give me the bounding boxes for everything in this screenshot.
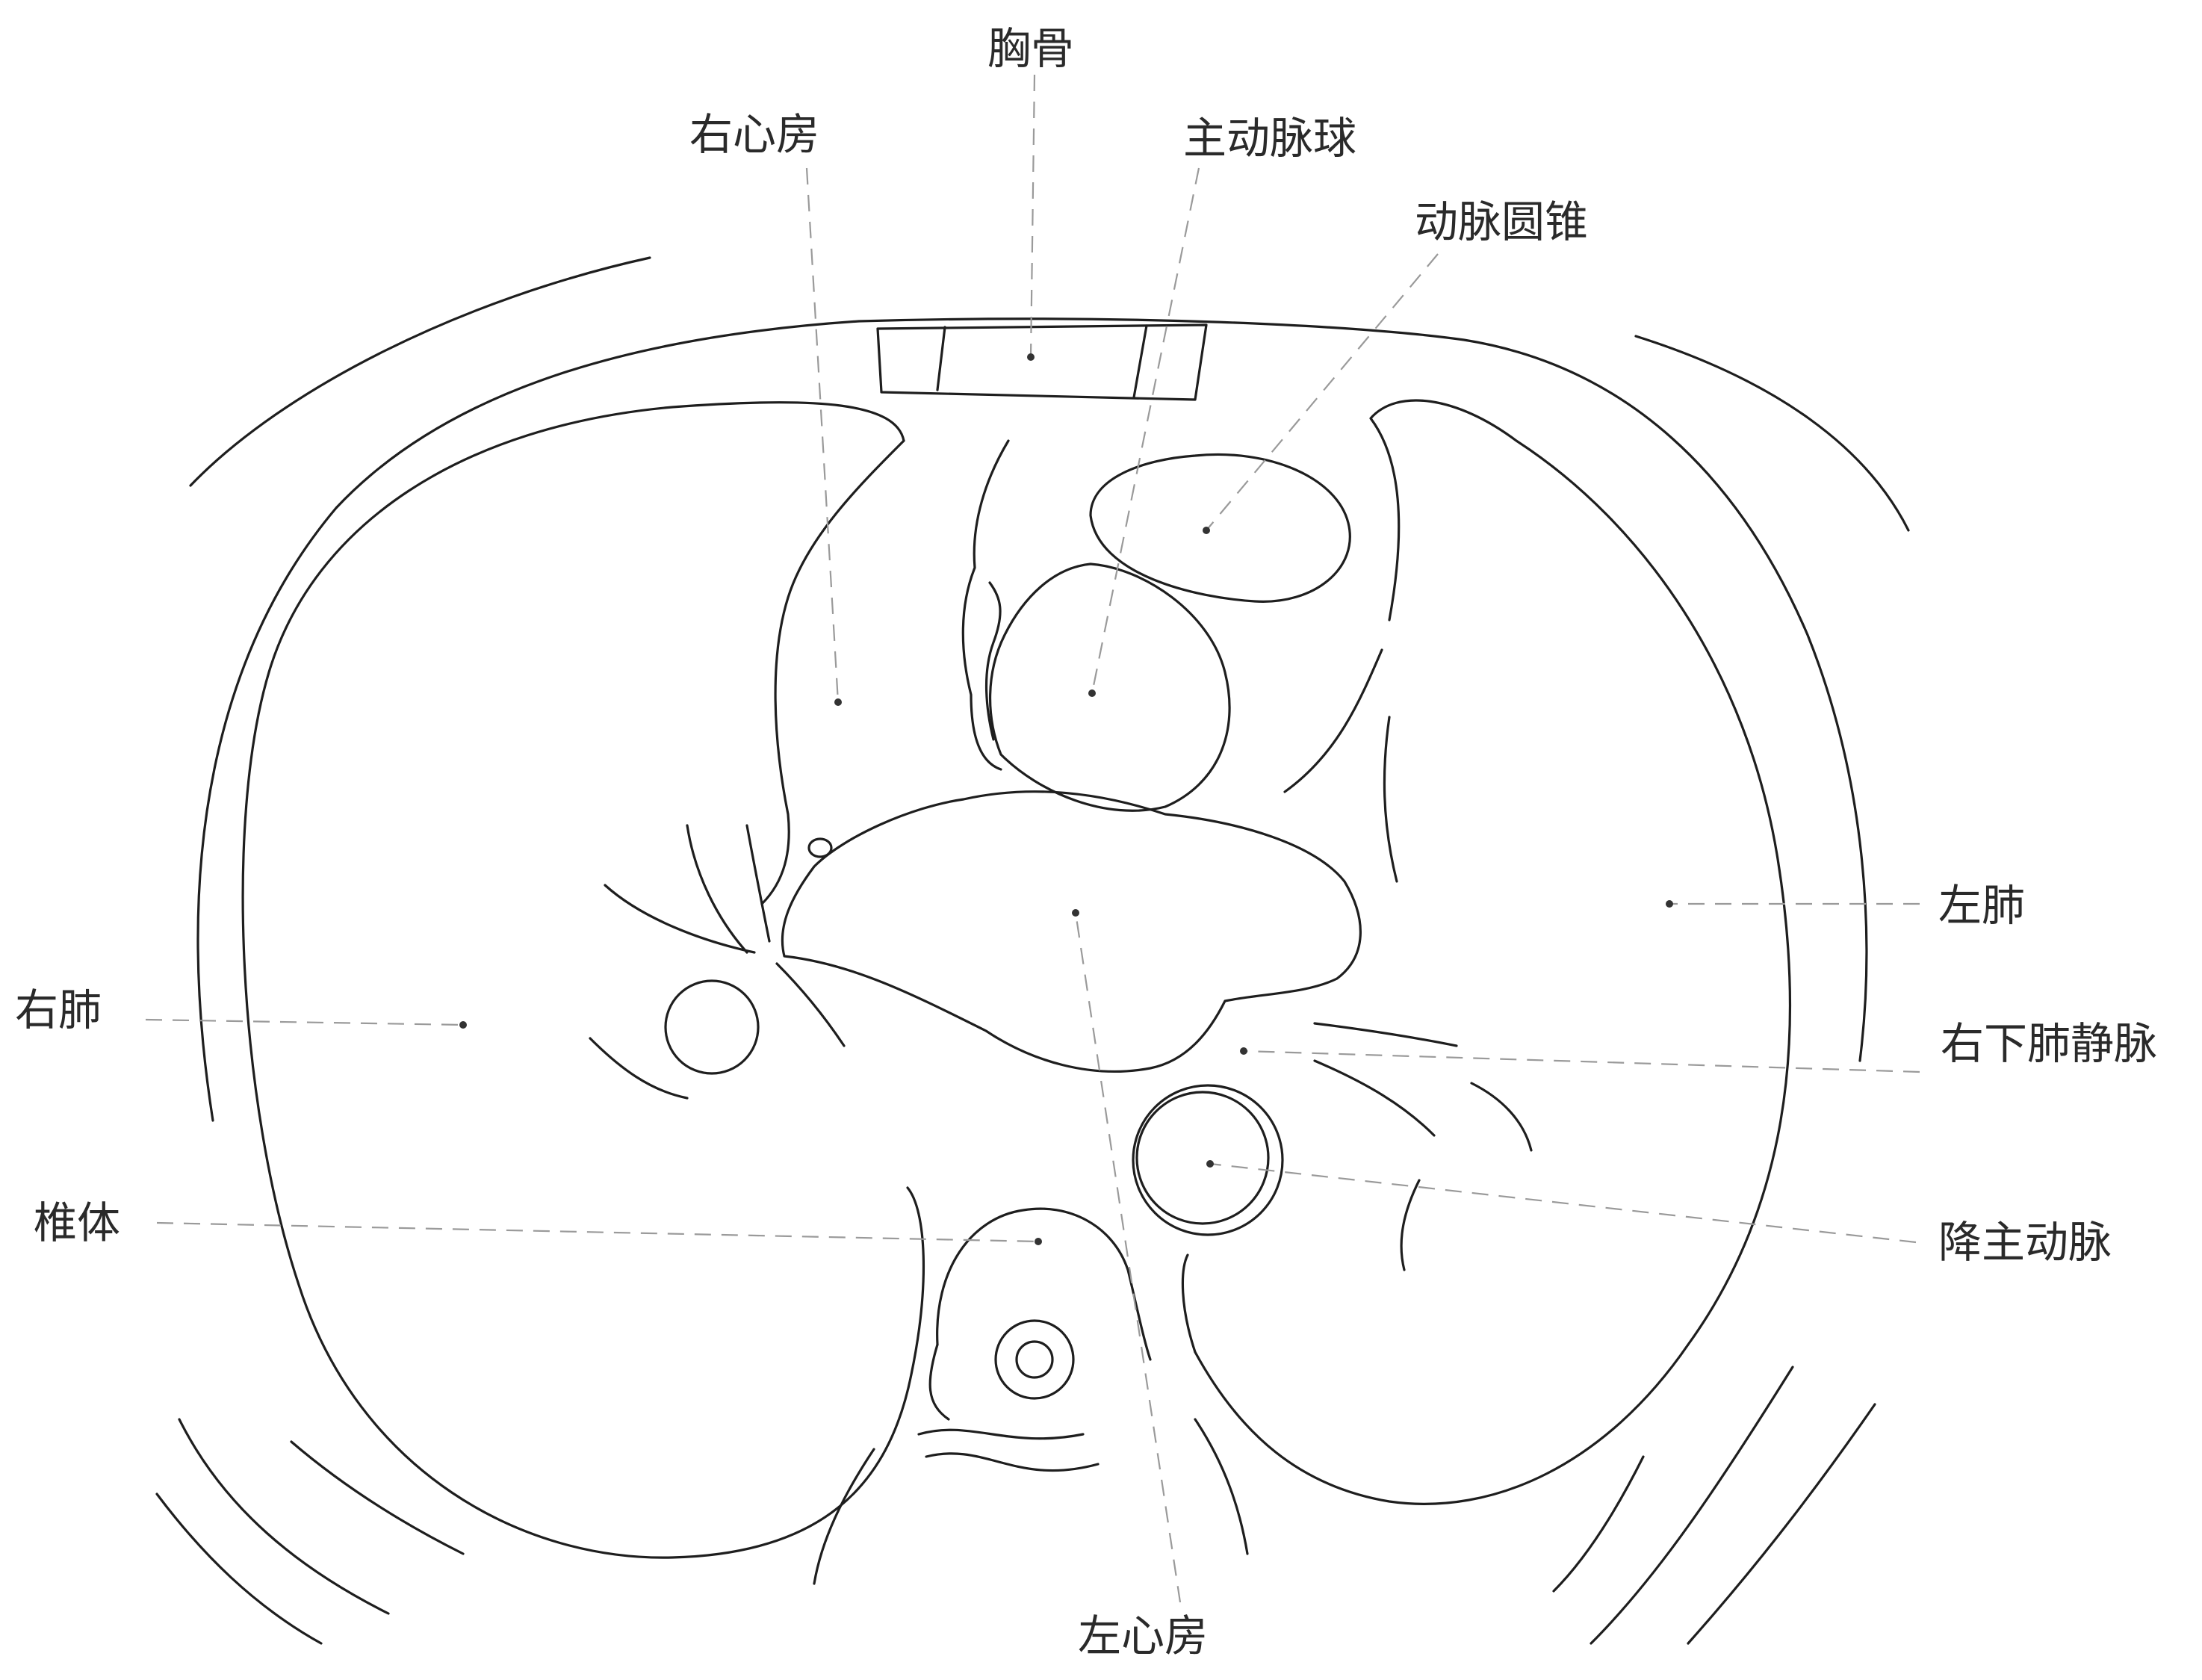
right-atrium-inner-border: [984, 581, 1002, 741]
sternum-left-segment-line: [936, 326, 946, 391]
left-chest-wall-arc: [189, 256, 651, 487]
label-conus-arteriosus: 动脉圆锥: [1415, 196, 1588, 247]
right-lung-mediastinal-border: [760, 439, 905, 905]
right-hilar-branch-1: [604, 884, 756, 954]
label-right-inferior-pulmonary-vein: 右下肺静脉: [1941, 1018, 2157, 1069]
leader-right-lung: [145, 1018, 464, 1026]
posterior-left-rib-arc-1: [178, 1418, 390, 1615]
right-lung-outline: [241, 401, 925, 1559]
sternum-outline: [876, 323, 1208, 401]
label-sternum: 胸骨: [987, 23, 1074, 74]
left-hilar-branch-2: [1383, 716, 1398, 883]
right-hilar-branch-5: [589, 1037, 689, 1100]
posterior-right-rib-arc-3: [1552, 1455, 1645, 1593]
leader-vertebral-body: [156, 1221, 1039, 1243]
leader-sternum: [1029, 74, 1036, 358]
right-chest-wall-arc: [1634, 335, 1910, 532]
label-left-lung: 左肺: [1938, 880, 2025, 931]
dot-aortic-bulb: [1088, 689, 1096, 697]
posterior-right-rib-arc-1: [1590, 1366, 1794, 1645]
vertebral-body-outline: [936, 1207, 1152, 1361]
spinal-process-line-2: [925, 1452, 1100, 1472]
paraspinal-right-curve: [1194, 1418, 1249, 1555]
right-inferior-pulmonary-vein-branch-4: [1400, 1179, 1421, 1271]
dot-sternum: [1027, 353, 1035, 361]
vertebral-body-left-curve: [928, 1343, 950, 1421]
right-hilar-pulmonary-artery: [664, 979, 760, 1075]
dot-right-atrium: [834, 698, 842, 706]
left-lung-lower-mediastinal-border: [1181, 1253, 1197, 1354]
right-inferior-pulmonary-vein-branch-3: [1470, 1082, 1533, 1152]
leader-descending-aorta: [1209, 1162, 1917, 1244]
left-lung-outline: [1194, 399, 1792, 1505]
leader-aortic-bulb: [1091, 167, 1200, 694]
right-hilar-branch-2: [686, 824, 748, 954]
right-hilar-small-vessel: [807, 837, 833, 858]
dot-vertebral-body: [1035, 1238, 1042, 1245]
leader-conus-arteriosus: [1206, 253, 1439, 531]
descending-aorta-outer: [1132, 1084, 1284, 1236]
spinal-process-line-1: [917, 1428, 1085, 1440]
spinal-canal-inner: [1015, 1340, 1054, 1379]
leader-right-inferior-pulmonary-vein: [1243, 1050, 1920, 1073]
label-aortic-bulb: 主动脉球: [1183, 113, 1356, 164]
conus-arteriosus-outline: [1089, 453, 1351, 603]
paraspinal-left-curve: [813, 1448, 875, 1585]
posterior-right-rib-arc-2: [1687, 1403, 1876, 1645]
posterior-left-rib-arc-2: [155, 1493, 323, 1645]
thoracic-wall-outer: [196, 317, 1868, 1122]
label-vertebral-body: 椎体: [34, 1197, 120, 1248]
label-right-atrium: 右心房: [689, 109, 819, 160]
spinal-canal-outer: [994, 1319, 1075, 1400]
right-atrium-border: [961, 439, 1010, 771]
dot-left-atrium: [1072, 909, 1079, 917]
posterior-left-rib-arc-3: [290, 1440, 465, 1555]
leader-right-atrium: [805, 167, 840, 703]
left-atrium-outline: [781, 790, 1362, 1073]
right-hilar-branch-4: [775, 962, 846, 1047]
dot-descending-aorta: [1206, 1160, 1214, 1168]
right-hilar-branch-3: [745, 824, 771, 943]
left-hilar-branch-1: [1283, 648, 1383, 793]
label-descending-aorta: 降主动脉: [1938, 1217, 2112, 1268]
label-left-atrium: 左心房: [1078, 1611, 1208, 1661]
dot-right-inferior-pulmonary-vein: [1240, 1047, 1247, 1055]
leader-left-atrium: [1074, 912, 1182, 1603]
label-right-lung: 右肺: [15, 985, 102, 1035]
aortic-bulb-outline: [989, 562, 1231, 812]
descending-aorta-inner: [1135, 1091, 1270, 1225]
right-inferior-pulmonary-vein-branch-2: [1313, 1059, 1436, 1137]
dot-right-lung: [459, 1021, 467, 1029]
dot-conus-arteriosus: [1203, 527, 1210, 534]
sternum-right-segment-line: [1132, 324, 1148, 399]
dot-left-lung: [1666, 900, 1673, 908]
right-inferior-pulmonary-vein-branch-1: [1313, 1022, 1458, 1047]
